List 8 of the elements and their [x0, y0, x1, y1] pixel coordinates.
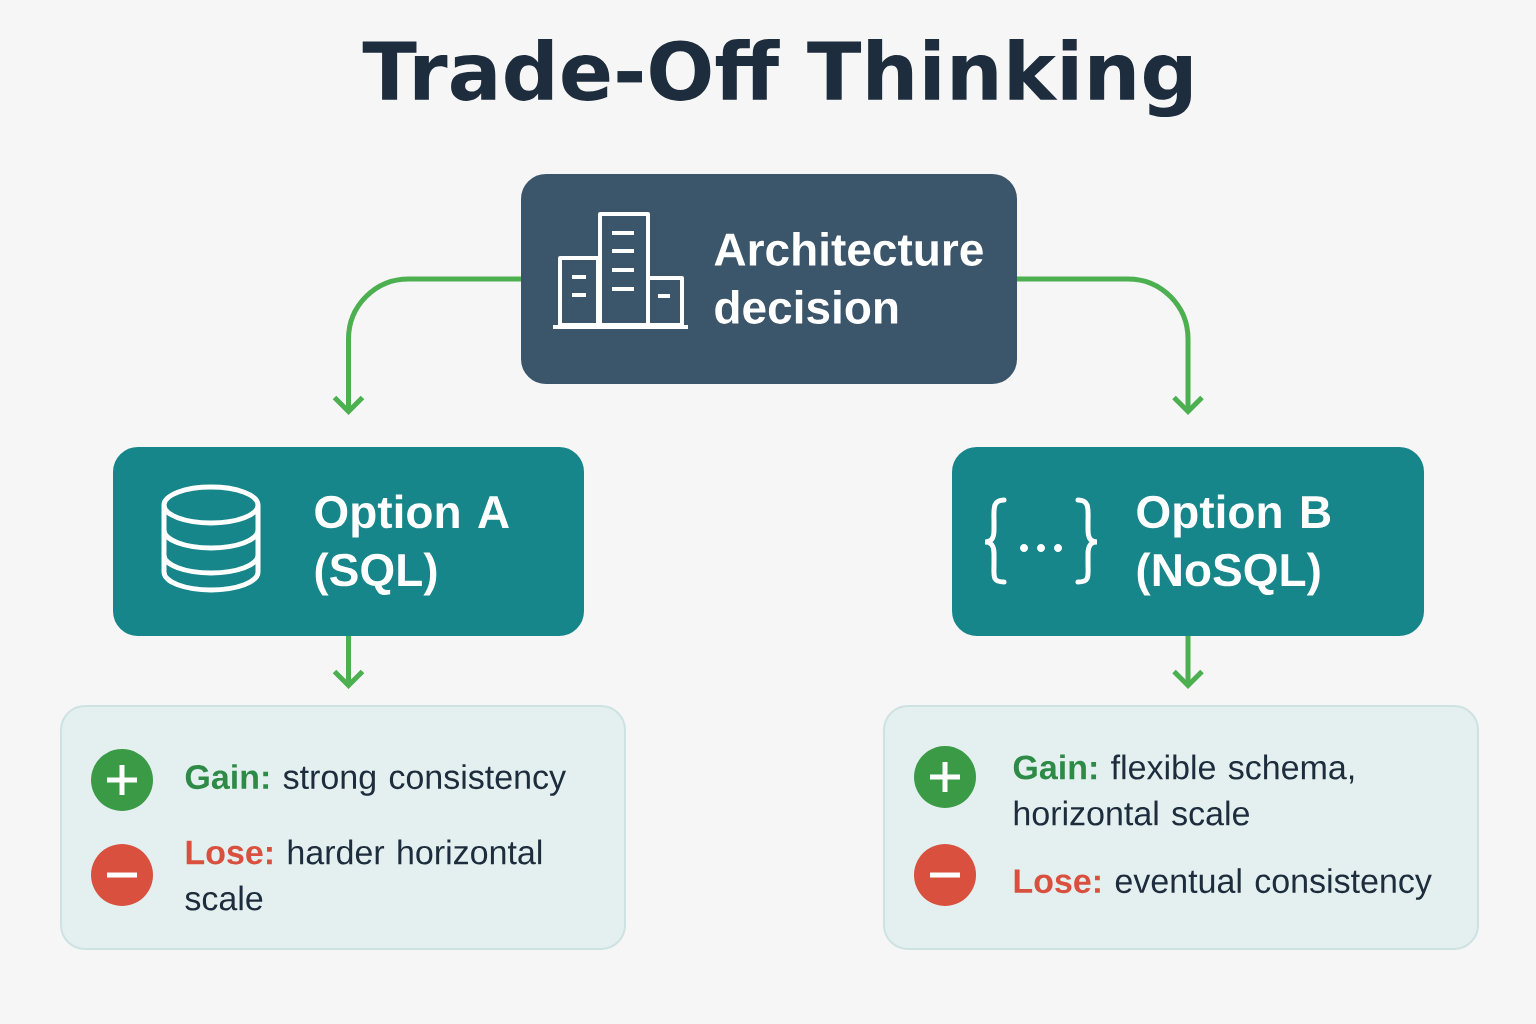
option-box: Option A (SQL): [113, 447, 584, 636]
tradeoff-card: Gain: strong consistency Lose: harder horizontal scale: [60, 705, 626, 950]
arrow: [1017, 276, 1204, 415]
decision-box: Architecture decision: [521, 174, 1017, 384]
option-box: Option B (NoSQL): [952, 447, 1424, 636]
arrow: [332, 276, 521, 415]
tradeoff-card: Gain: flexible schema, horizontal scale Lose: eventual consistency: [883, 705, 1479, 950]
title: Trade-Off Thinking: [362, 39, 1191, 117]
